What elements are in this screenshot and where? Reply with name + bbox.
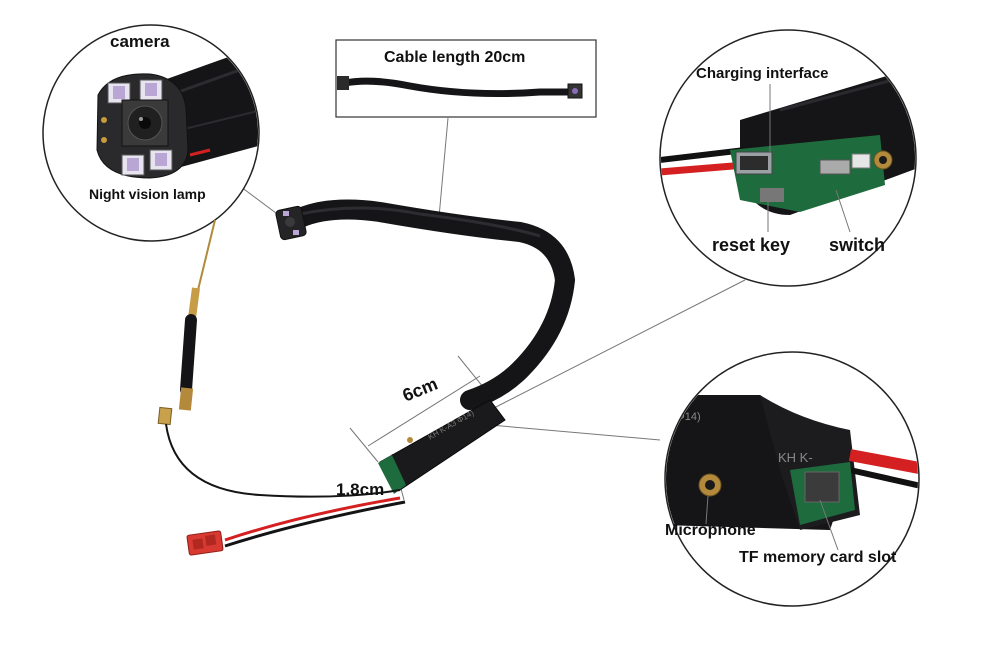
main-cable [275,199,576,410]
camera-module: KH K-A3 Φ14) [378,399,506,494]
label-night-vision-lamp: Night vision lamp [89,186,206,202]
microphone-detail-circle: Φ14) KH K- [664,351,920,607]
power-connector [186,530,224,556]
label-reset-key: reset key [712,235,791,255]
label-switch: switch [829,235,886,255]
antenna [157,219,216,426]
wires [165,423,406,548]
cable-length-box [335,39,597,118]
label-microphone: Microphone [665,522,756,539]
camera-detail-circle [42,24,260,242]
label-length-1-8cm: 1.8cm [336,480,385,499]
charging-detail-circle [659,29,917,287]
leader-lines [224,117,746,501]
svg-text:KH K-: KH K- [778,450,813,465]
label-charging-interface: Charging interface [696,65,829,82]
label-camera: camera [110,32,170,51]
label-tf-memory-card-slot: TF memory card slot [739,549,897,566]
label-cable-length: Cable length 20cm [384,49,526,66]
